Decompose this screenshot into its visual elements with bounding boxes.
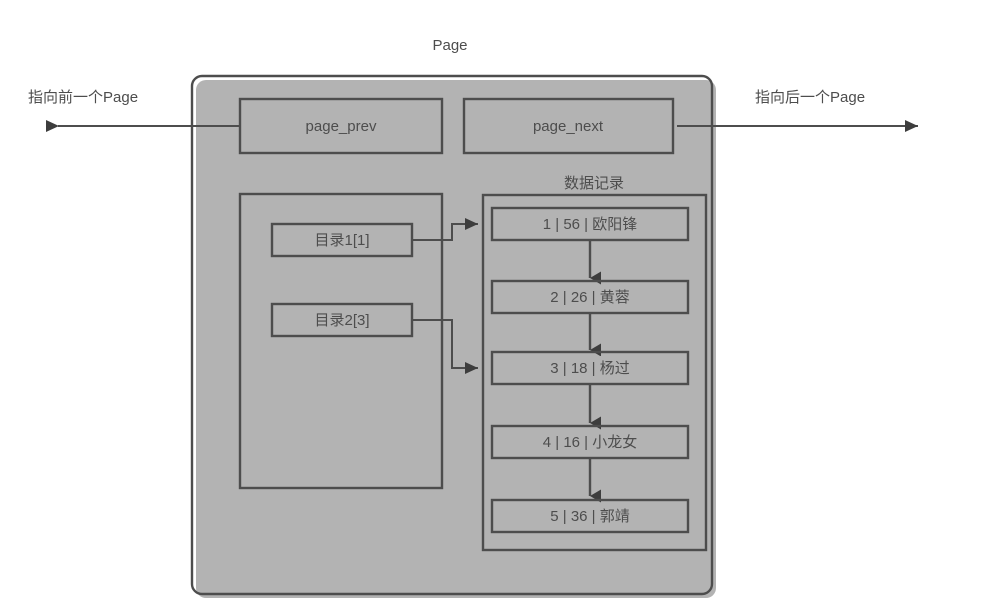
directory-entry-2-label: 目录2[3] [314,312,369,329]
record-row-4-label: 4 | 16 | 小龙女 [543,433,638,451]
page-next-box[interactable]: page_next [462,97,677,157]
record-row-3[interactable]: 3 | 18 | 杨过 [490,350,692,388]
page-prev-label: page_prev [306,118,377,135]
directory-1-to-record-1-connector [412,218,478,241]
record-row-1[interactable]: 1 | 56 | 欧阳锋 [490,206,692,244]
prev-page-arrow-label: 指向前一个Page [28,89,138,106]
directory-2-to-record-3-connector [412,319,478,374]
page-title: Page [432,37,467,54]
page-prev-box[interactable]: page_prev [238,97,446,157]
record-row-3-label: 3 | 18 | 杨过 [550,360,630,377]
record-row-1-label: 1 | 56 | 欧阳锋 [543,216,638,233]
records-group-label: 数据记录 [564,175,624,192]
record-row-4[interactable]: 4 | 16 | 小龙女 [490,424,692,462]
directory-entry-1-label: 目录1[1] [314,232,369,249]
directory-entry-2[interactable]: 目录2[3] [270,302,416,340]
prev-page-arrow: 指向前一个Page [28,89,240,132]
record-row-2[interactable]: 2 | 26 | 黄蓉 [490,279,692,317]
next-page-arrow: 指向后一个Page [673,89,918,132]
record-row-2-label: 2 | 26 | 黄蓉 [550,289,630,306]
next-page-arrow-label: 指向后一个Page [755,89,865,106]
directory-entry-1[interactable]: 目录1[1] [270,222,416,260]
record-row-5-label: 5 | 36 | 郭靖 [550,508,630,525]
page-next-label: page_next [533,118,604,135]
record-row-5[interactable]: 5 | 36 | 郭靖 [490,498,692,536]
